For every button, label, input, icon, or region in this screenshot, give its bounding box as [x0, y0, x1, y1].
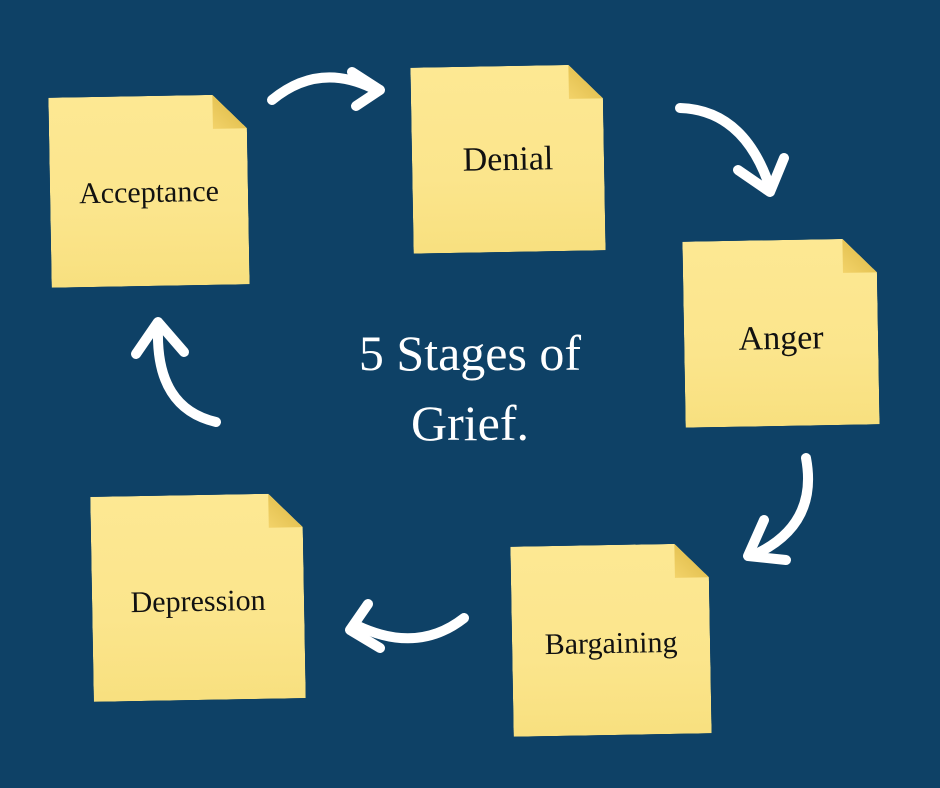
- arrow-denial-to-anger: [675, 103, 789, 197]
- arrow-anger-to-bargaining: [743, 453, 814, 565]
- diagram-title: 5 Stages of Grief.: [300, 318, 640, 458]
- arrow-depression-to-acceptance: [131, 317, 221, 427]
- arrow-acceptance-to-denial: [267, 67, 385, 111]
- title-line-1: 5 Stages of: [358, 325, 582, 381]
- title-line-2: Grief.: [411, 395, 529, 451]
- arrow-bargaining-to-depression: [345, 599, 469, 653]
